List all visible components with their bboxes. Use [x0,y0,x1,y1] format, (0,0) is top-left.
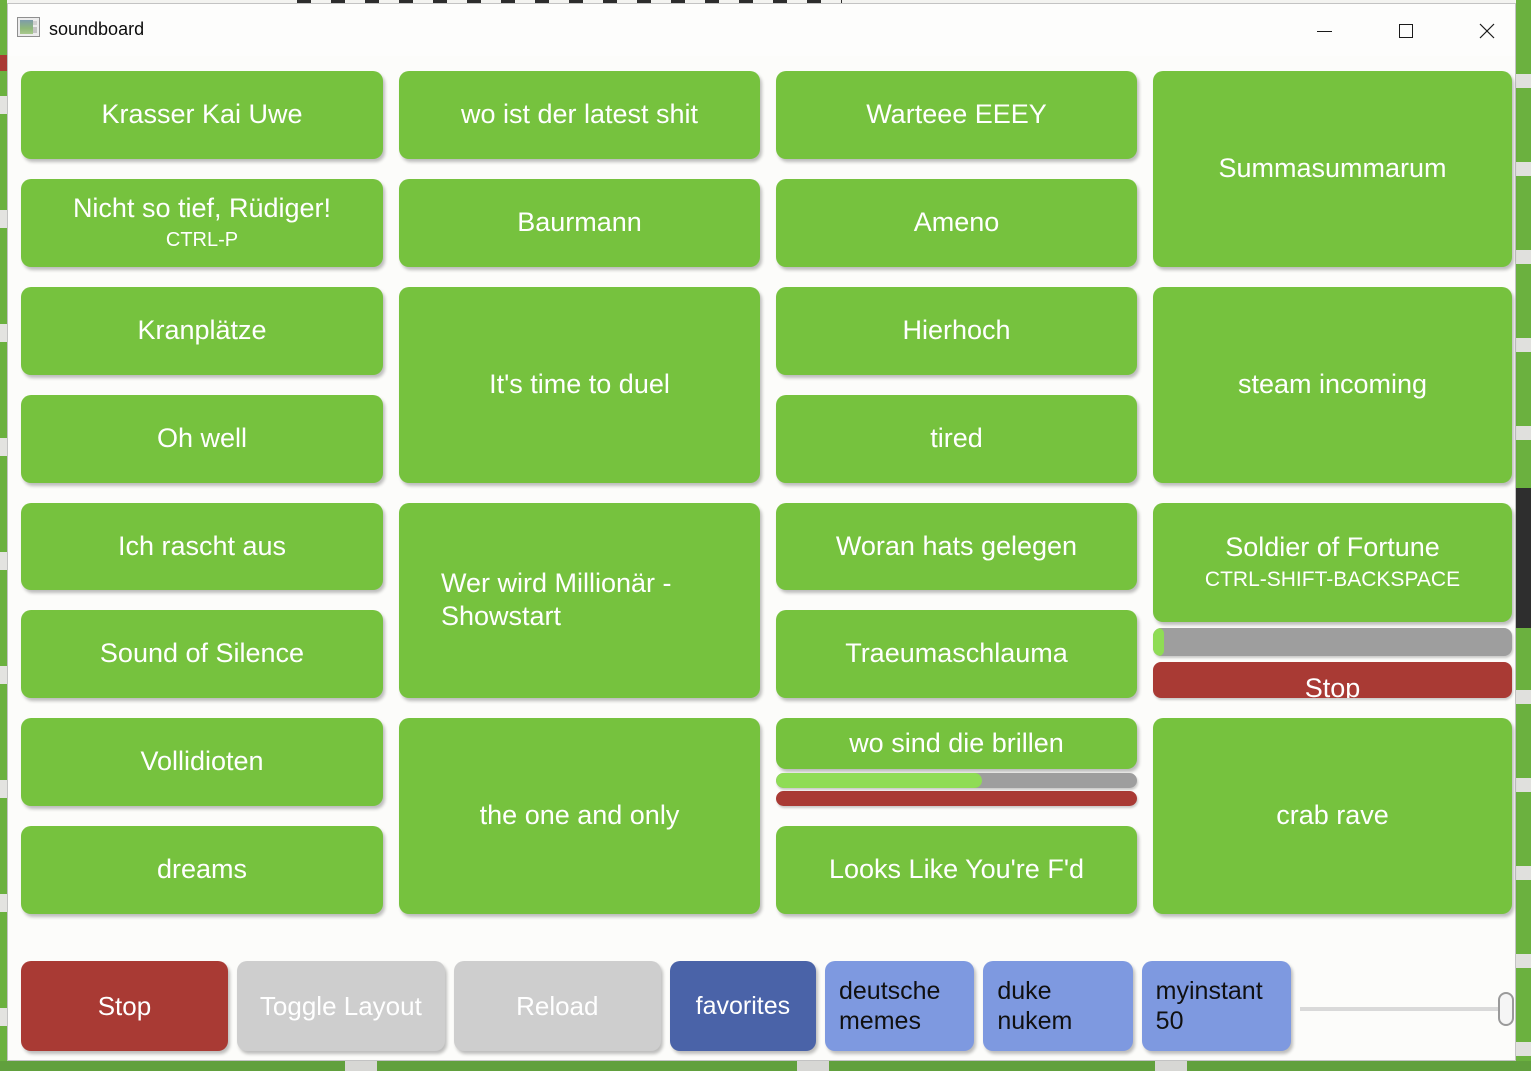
sound-button-dreams[interactable]: dreams [21,826,383,914]
progress-bar-wo-sind-die-brillen [776,773,1137,789]
sound-label: Nicht so tief, Rüdiger! [72,193,332,224]
sound-button-hierhoch[interactable]: Hierhoch [776,286,1137,375]
sound-button-krasser-kai-uwe[interactable]: Krasser Kai Uwe [21,71,383,159]
minimize-button[interactable] [1306,13,1342,49]
sound-button-nicht-so-tief[interactable]: Nicht so tief, Rüdiger! CTRL-P [21,178,383,267]
sound-button-kranplaetze[interactable]: Kranplätze [21,286,383,375]
volume-slider[interactable] [1300,961,1514,1051]
sound-button-summasummarum[interactable]: Summasummarum [1153,71,1512,267]
soundboard-window: soundboard Krasser Kai Uwe Nicht so tief… [7,3,1516,1061]
bottom-toolbar: Stop Toggle Layout Reload favorites deut… [21,961,1514,1051]
progress-fill [1153,628,1164,657]
sound-button-wer-wird-millionaer[interactable]: Wer wird Millionär - Showstart [399,502,760,699]
sound-button-woran-hats-gelegen[interactable]: Woran hats gelegen [776,502,1137,591]
sound-button-ameno[interactable]: Ameno [776,178,1137,267]
sound-grid: Krasser Kai Uwe Nicht so tief, Rüdiger! … [21,71,1512,914]
sound-button-soldier-of-fortune[interactable]: Soldier of Fortune CTRL-SHIFT-BACKSPACE [1153,502,1512,623]
sound-button-looks-like-youre-fd[interactable]: Looks Like You're F'd [776,826,1137,914]
maximize-icon [1399,24,1413,38]
sound-button-crab-rave[interactable]: crab rave [1153,718,1512,914]
sound-button-wo-ist-der-latest-shit[interactable]: wo ist der latest shit [399,71,760,159]
reload-button[interactable]: Reload [453,961,661,1051]
shortcut-label: CTRL-SHIFT-BACKSPACE [1204,568,1461,592]
stop-button[interactable]: Stop [21,961,228,1051]
slider-track [1300,1007,1511,1011]
shortcut-label: CTRL-P [165,229,239,252]
slider-handle[interactable] [1497,992,1514,1026]
progress-fill [776,773,982,789]
desktop-edge-right [1516,0,1531,1071]
sound-button-ich-rascht-aus[interactable]: Ich rascht aus [21,502,383,591]
minimize-icon [1316,30,1332,32]
sound-button-wo-sind-die-brillen[interactable]: wo sind die brillen [776,718,1137,770]
close-button[interactable] [1469,13,1505,49]
maximize-button[interactable] [1388,13,1424,49]
desktop-edge-top [7,0,1516,3]
tab-myinstant-50[interactable]: myinstant 50 [1141,961,1292,1051]
toggle-layout-button[interactable]: Toggle Layout [236,961,445,1051]
tab-favorites[interactable]: favorites [669,961,816,1051]
sound-label: Soldier of Fortune [1225,532,1440,563]
sound-button-sound-of-silence[interactable]: Sound of Silence [21,610,383,699]
close-icon [1479,23,1495,39]
stop-button-soldier-of-fortune[interactable]: Stop [1153,662,1512,699]
player-cell-soldier-of-fortune: Soldier of Fortune CTRL-SHIFT-BACKSPACE … [1153,502,1512,699]
window-title: soundboard [49,19,145,39]
sound-button-warteee-eeey[interactable]: Warteee EEEY [776,71,1137,159]
sound-button-steam-incoming[interactable]: steam incoming [1153,286,1512,483]
sound-button-vollidioten[interactable]: Vollidioten [21,718,383,807]
sound-button-tired[interactable]: tired [776,394,1137,483]
titlebar: soundboard [8,4,1515,56]
tab-duke-nukem[interactable]: duke nukem [983,961,1133,1051]
desktop-edge-left [0,0,7,1071]
sound-button-oh-well[interactable]: Oh well [21,394,383,483]
stop-button-wo-sind-die-brillen[interactable] [776,791,1137,807]
tab-deutsche-memes[interactable]: deutsche memes [824,961,975,1051]
progress-bar-soldier-of-fortune [1153,628,1512,657]
app-icon [17,17,40,37]
sound-button-the-one-and-only[interactable]: the one and only [399,718,760,914]
sound-button-traeumaschlauma[interactable]: Traeumaschlauma [776,610,1137,699]
sound-button-its-time-to-duel[interactable]: It's time to duel [399,286,760,483]
desktop-edge-bottom [0,1061,1531,1071]
player-cell-wo-sind-die-brillen: wo sind die brillen [776,718,1137,807]
sound-button-baurmann[interactable]: Baurmann [399,178,760,267]
